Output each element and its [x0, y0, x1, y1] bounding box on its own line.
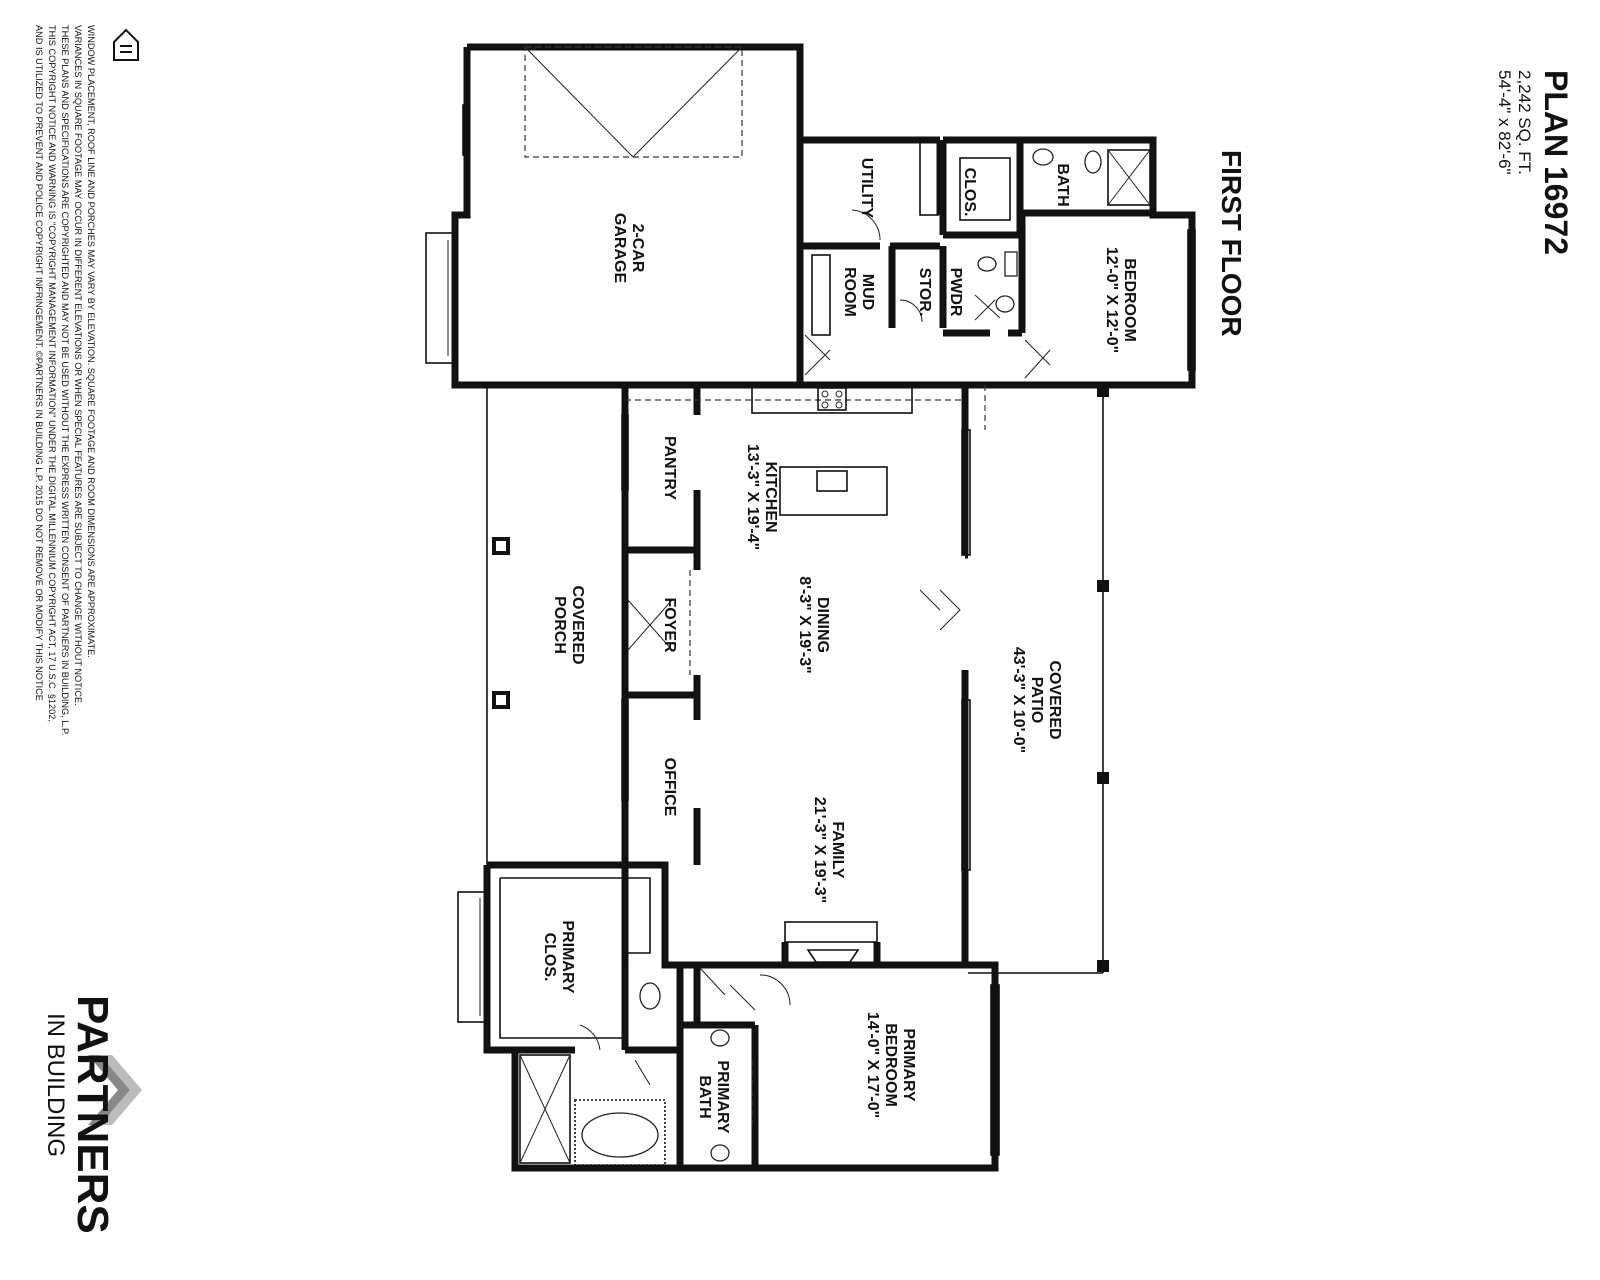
label-clos: CLOS. — [961, 168, 978, 217]
label-covered-porch: COVERED PORCH — [551, 585, 586, 664]
plan-title-block: PLAN 16972 2,242 SQ. FT. 54'-4" x 82'-6" — [1495, 70, 1574, 255]
plan-sqft: 2,242 SQ. FT. — [1515, 70, 1534, 175]
label-pwdr: PWDR — [947, 268, 964, 317]
family-label-1: FAMILY — [829, 821, 846, 879]
primary-bedroom-label-1: PRIMARY — [900, 1028, 917, 1102]
brand-wordmark: PARTNERS IN BUILDING — [42, 995, 117, 1234]
disclaimer-line-4: THIS COPYRIGHT NOTICE AND WARNING IS "CO… — [47, 25, 57, 722]
label-primary-clos: PRIMARY CLOS. — [541, 920, 576, 994]
disclaimer-line-5: AND IS UTILIZED TO PREVENT AND POLICE CO… — [34, 25, 44, 701]
bedroom-label-2: 12'-0" X 12'-0" — [1103, 247, 1120, 353]
porch-label-2: PORCH — [551, 596, 568, 654]
label-stor: STOR. — [916, 268, 933, 317]
label-mud-room: MUD ROOM — [841, 267, 876, 317]
label-family: FAMILY 21'-3" X 19'-3" — [811, 797, 846, 903]
label-utility: UTILITY — [858, 158, 875, 219]
equal-housing-icon — [113, 28, 139, 61]
label-bath: BATH — [1054, 163, 1071, 206]
plan-title: PLAN 16972 — [1538, 70, 1574, 255]
plan-dimensions: 54'-4" x 82'-6" — [1495, 70, 1514, 175]
pantry-label: PANTRY — [661, 436, 678, 500]
utility-label: UTILITY — [858, 158, 875, 219]
disclaimer-line-3: THESE PLANS AND SPECIFICATIONS ARE COPYR… — [60, 25, 70, 735]
label-primary-bedroom: PRIMARY BEDROOM 14'-0" X 17'-0" — [864, 1012, 917, 1118]
primary-bath-label-1: PRIMARY — [714, 1060, 731, 1134]
brand-logo-mark — [88, 1055, 142, 1125]
bedroom-label-1: BEDROOM — [1121, 258, 1138, 342]
label-primary-bath: PRIMARY BATH — [696, 1060, 731, 1134]
office-label: OFFICE — [661, 758, 678, 817]
porch-label-1: COVERED — [569, 585, 586, 664]
label-office: OFFICE — [661, 758, 678, 817]
label-foyer: FOYER — [661, 597, 678, 653]
disclaimer-block: WINDOW PLACEMENT, ROOF LINE AND PORCHES … — [34, 25, 96, 735]
label-bedroom: BEDROOM 12'-0" X 12'-0" — [1103, 247, 1138, 353]
patio-label-1: COVERED — [1046, 660, 1063, 739]
floor-title: FIRST FLOOR — [1216, 150, 1247, 337]
label-covered-patio: COVERED PATIO 43'-3" X 10'-0" — [1010, 647, 1063, 753]
primary-clos-label-1: PRIMARY — [559, 920, 576, 994]
mud-label-2: ROOM — [841, 267, 858, 317]
primary-bedroom-label-2: BEDROOM — [882, 1023, 899, 1107]
garage-label-1: 2-CAR — [629, 224, 646, 273]
foyer-label: FOYER — [661, 597, 678, 653]
garage-label-2: GARAGE — [611, 213, 628, 284]
pwdr-label: PWDR — [947, 268, 964, 317]
label-kitchen: KITCHEN 13'-3" X 19'-4" — [744, 444, 779, 550]
clos-label: CLOS. — [961, 168, 978, 217]
label-garage: 2-CAR GARAGE — [611, 213, 646, 284]
family-label-2: 21'-3" X 19'-3" — [811, 797, 828, 903]
stor-label: STOR. — [916, 268, 933, 317]
mud-label-1: MUD — [859, 274, 876, 310]
floor-heading: FIRST FLOOR — [1216, 150, 1247, 337]
label-pantry: PANTRY — [661, 436, 678, 500]
dining-label-1: DINING — [814, 597, 831, 653]
kitchen-label-2: 13'-3" X 19'-4" — [744, 444, 761, 550]
primary-clos-label-2: CLOS. — [541, 933, 558, 982]
patio-label-3: 43'-3" X 10'-0" — [1010, 647, 1027, 753]
brand-sub: IN BUILDING — [42, 1013, 69, 1157]
brand-name: PARTNERS — [68, 995, 117, 1234]
patio-label-2: PATIO — [1028, 677, 1045, 724]
dining-label-2: 8'-3" X 19'-3" — [796, 576, 813, 674]
disclaimer-line-1: WINDOW PLACEMENT, ROOF LINE AND PORCHES … — [86, 25, 96, 658]
covered-patio — [968, 385, 1109, 974]
garage-block — [425, 43, 804, 389]
label-dining: DINING 8'-3" X 19'-3" — [796, 576, 831, 674]
bedroom-wing — [800, 136, 1196, 389]
disclaimer-line-2: VARIANCES IN SQUARE FOOTAGE MAY OCCUR IN… — [73, 25, 83, 706]
primary-bedroom-label-3: 14'-0" X 17'-0" — [864, 1012, 881, 1118]
bath-label: BATH — [1054, 163, 1071, 206]
primary-bath-label-2: BATH — [696, 1075, 713, 1118]
primary-suite — [457, 861, 1000, 1172]
kitchen-label-1: KITCHEN — [762, 461, 779, 532]
